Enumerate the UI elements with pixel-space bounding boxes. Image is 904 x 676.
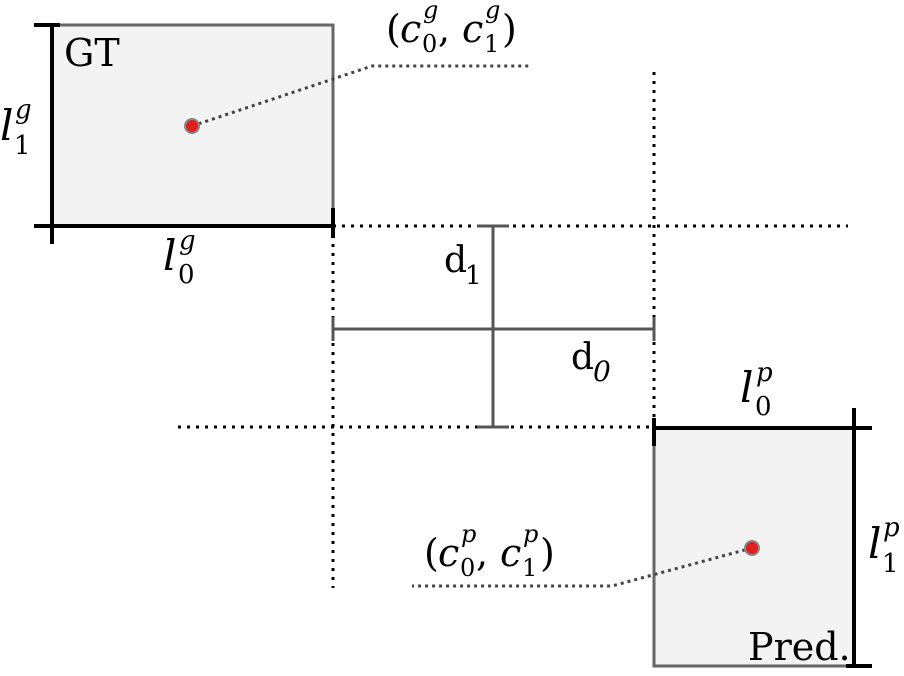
svg-text:0: 0 [178, 260, 195, 290]
gt-height-measure [34, 23, 60, 236]
svg-text:0: 0 [422, 30, 437, 58]
pred-center-label: ( c 0 p , c 1 p ) [424, 520, 555, 582]
svg-text:g: g [15, 95, 32, 125]
svg-text:p: p [883, 513, 900, 543]
svg-text:1: 1 [882, 549, 899, 579]
d1-label: d 1 [444, 240, 482, 291]
pred-width-label: l 0 p [740, 358, 773, 422]
svg-text:1: 1 [465, 261, 482, 291]
gt-height-label: l 1 g [0, 95, 32, 161]
gt-box-label: GT [64, 31, 120, 75]
pred-height-measure [846, 410, 872, 668]
gt-center-leader [191, 64, 532, 128]
distance-cross [331, 224, 656, 429]
pred-box-label: Pred. [748, 625, 851, 669]
d0-label: d 0 [571, 337, 611, 388]
svg-text:(: ( [386, 7, 401, 51]
pred-height-label: l 1 p [868, 513, 900, 579]
svg-text:g: g [423, 0, 438, 24]
svg-text:c: c [400, 7, 421, 51]
gt-center-label: ( c 0 g , c 1 g ) [386, 0, 517, 58]
svg-text:,: , [438, 7, 450, 51]
gt-center-point [184, 118, 200, 134]
svg-text:p: p [461, 520, 476, 548]
svg-text:g: g [485, 0, 500, 24]
gt-width-label: l 0 g [163, 226, 196, 290]
svg-text:d: d [571, 337, 594, 378]
svg-text:1: 1 [522, 554, 537, 582]
svg-text:d: d [444, 240, 467, 281]
svg-text:p: p [523, 520, 538, 548]
svg-text:l: l [163, 231, 176, 280]
svg-text:c: c [438, 531, 459, 575]
svg-text:(: ( [424, 531, 439, 575]
svg-text:g: g [179, 226, 196, 256]
svg-text:l: l [0, 101, 13, 150]
svg-text:p: p [756, 358, 773, 388]
extension-lines [178, 72, 848, 588]
svg-text:c: c [462, 7, 483, 51]
svg-text:0: 0 [460, 554, 475, 582]
svg-text:,: , [476, 531, 488, 575]
svg-text:): ) [502, 7, 517, 51]
svg-text:): ) [540, 531, 555, 575]
pred-center-point [744, 540, 760, 556]
svg-text:0: 0 [593, 355, 611, 388]
svg-text:0: 0 [755, 392, 772, 422]
svg-text:l: l [868, 519, 881, 568]
svg-text:1: 1 [14, 131, 31, 161]
svg-text:1: 1 [484, 30, 499, 58]
svg-text:l: l [740, 363, 753, 412]
svg-text:c: c [500, 531, 521, 575]
